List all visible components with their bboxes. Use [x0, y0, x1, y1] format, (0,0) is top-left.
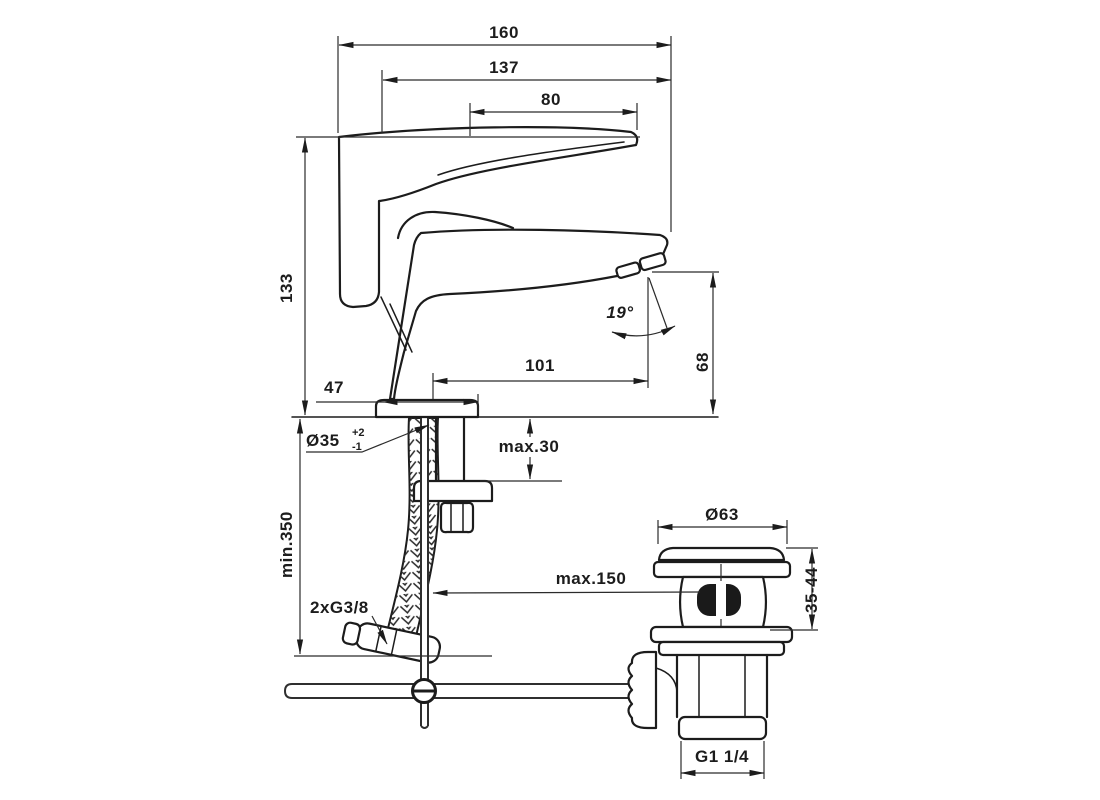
aerator [615, 252, 667, 279]
rod-pivot-joint [411, 678, 437, 704]
jet-angle [611, 277, 676, 340]
lever-handle [337, 126, 639, 309]
dim-label-tol-plus: +2 [352, 427, 365, 439]
hole-diameter-leader [306, 424, 430, 453]
waste-thread-section [677, 715, 768, 741]
dim-label-101: 101 [525, 356, 555, 375]
dim-label-80: 80 [541, 90, 561, 109]
waste-top-flange [652, 560, 792, 579]
popup-waste-assembly [627, 546, 794, 741]
dim-label-hole-dia: Ø35 [306, 431, 340, 450]
dim-label-min350: min.350 [277, 511, 296, 578]
rod-offset-leader [432, 589, 701, 597]
dim-label-waste-dia: Ø63 [705, 505, 739, 524]
dim-label-waste-thread: G1 1/4 [695, 747, 749, 766]
waste-plug-cap [657, 546, 786, 562]
dim-label-35-44: 35-44 [802, 567, 821, 613]
dim-label-supply: 2xG3/8 [310, 598, 369, 617]
waste-lever-hole [697, 581, 741, 619]
waste-clamp-knob [627, 650, 678, 730]
dimension-labels: 160 137 80 133 min.350 47 101 68 19° Ø35… [277, 23, 821, 766]
dim-label-max30: max.30 [499, 437, 560, 456]
horizontal-pull-rod [283, 683, 632, 699]
cartridge-dome [396, 210, 515, 240]
supply-hose [382, 417, 440, 652]
dim-label-max150: max.150 [556, 569, 627, 588]
mounting-nut [439, 501, 475, 534]
dim-label-160: 160 [489, 23, 519, 42]
dim-label-133: 133 [277, 273, 296, 303]
faucet-body [380, 228, 669, 401]
dim-label-47: 47 [324, 378, 344, 397]
waste-lower-flange [649, 625, 794, 644]
supply-leader [371, 615, 388, 645]
dim-label-19deg: 19° [606, 303, 633, 322]
popup-rod [420, 418, 429, 729]
dim-label-tol-minus: -1 [352, 441, 362, 453]
dimension-lines [294, 36, 818, 779]
dim-label-68: 68 [693, 352, 712, 372]
dim-label-137: 137 [489, 58, 519, 77]
mounting-shank [434, 415, 466, 483]
waste-tailpiece [675, 653, 769, 741]
